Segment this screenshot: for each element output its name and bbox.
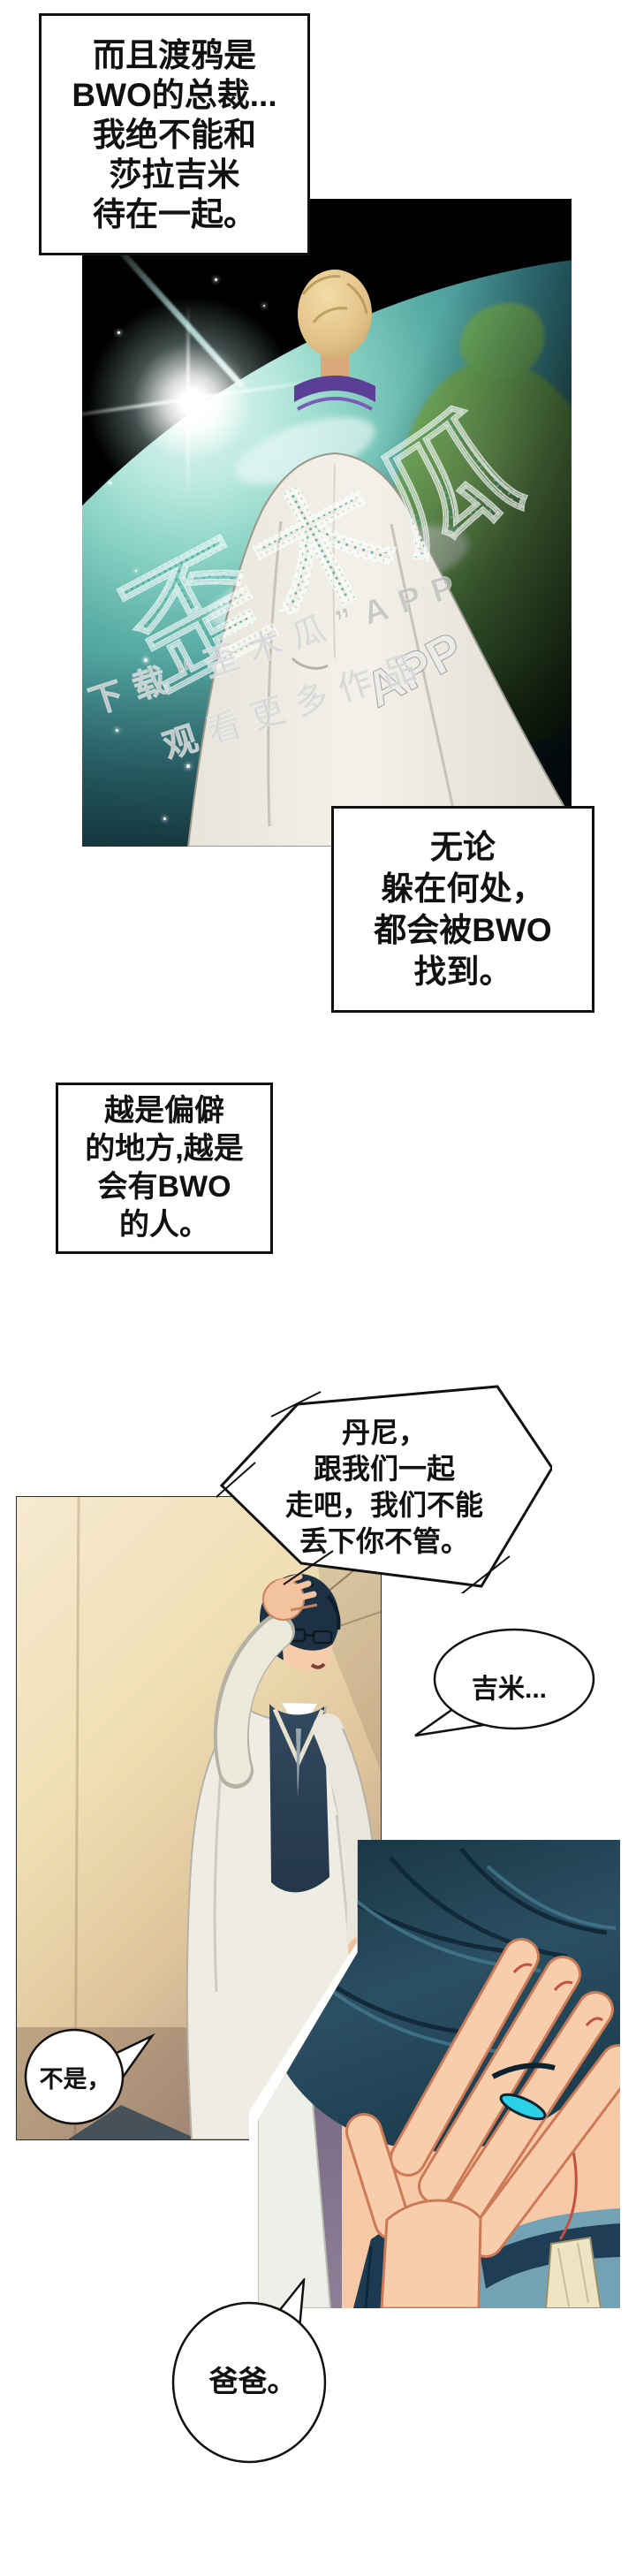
speech-bubble-jimmy: 吉米... xyxy=(408,1624,598,1748)
star xyxy=(144,658,148,662)
white-coat xyxy=(186,452,572,847)
narration-line: BWO的总裁... xyxy=(72,76,277,113)
purple-collar xyxy=(294,376,375,402)
cream-tie xyxy=(544,2236,602,2308)
narration-line: 找到。 xyxy=(413,954,512,990)
narration-box-found-anywhere: 无论 躲在何处， 都会被BWO 找到。 xyxy=(331,806,594,1013)
bubble-text: 爸爸。 xyxy=(208,2365,297,2397)
star xyxy=(186,764,190,768)
narration-line: 的人。 xyxy=(119,1208,209,1242)
narration-line: 待在一起。 xyxy=(93,195,256,232)
dark-table-corner xyxy=(68,2105,198,2139)
bubble-text: 不是， xyxy=(39,2065,111,2093)
star xyxy=(163,817,166,820)
speech-bubble-dad: 爸爸。 xyxy=(164,2276,341,2466)
star xyxy=(215,278,217,281)
bubble-line: 丹尼， xyxy=(341,1417,427,1448)
face xyxy=(282,1638,333,1671)
bubble-line: 走吧，我们不能 xyxy=(284,1489,483,1521)
narration-line: 莎拉吉米 xyxy=(109,156,240,193)
cyan-eye xyxy=(499,2093,547,2121)
navy-sweater-vest xyxy=(269,1704,329,1893)
star xyxy=(263,305,265,307)
fingers xyxy=(274,1573,317,1604)
narration-line: 无论 xyxy=(430,829,496,865)
speech-bubble-refusal: 不是， xyxy=(19,2024,161,2130)
raised-coat-sleeve xyxy=(216,1618,292,1784)
bubble-line: 跟我们一起 xyxy=(313,1453,455,1485)
space-earth-panel: 歪木瓜 APP 下载“歪木瓜”APP 观看更多作品 xyxy=(82,199,572,847)
hexagon-bubble-shape xyxy=(208,1385,554,1601)
glasses-right-lens xyxy=(312,1630,333,1645)
coat-pocket xyxy=(291,657,329,670)
narration-line: 都会被BWO xyxy=(374,912,552,948)
narration-line: 的地方,越是 xyxy=(85,1132,244,1166)
tie xyxy=(296,1729,301,1797)
narration-line: 越是偏僻 xyxy=(104,1094,224,1128)
star xyxy=(135,570,137,572)
star xyxy=(117,331,120,334)
star xyxy=(116,729,118,732)
blonde-man-back-figure xyxy=(186,270,572,847)
narration-box-remote-places: 越是偏僻 的地方,越是 会有BWO 的人。 xyxy=(56,1083,273,1254)
narration-line: 而且渡鸦是 xyxy=(93,36,256,73)
bubble-text: 吉米... xyxy=(471,1675,547,1704)
mouth xyxy=(310,1662,326,1669)
sun-flare-ray xyxy=(186,305,190,499)
star xyxy=(109,482,111,484)
narration-line: 我绝不能和 xyxy=(93,116,256,153)
bubble-shape xyxy=(414,1628,595,1737)
narration-box-raven-bwo: 而且渡鸦是 BWO的总裁... 我绝不能和 莎拉吉米 待在一起。 xyxy=(39,13,310,255)
hexagon-speech-bubble: 丹尼， 跟我们一起 走吧，我们不能 丢下你不管。 xyxy=(208,1381,554,1601)
hexagon-bubble-text: 丹尼， 跟我们一起 走吧，我们不能 丢下你不管。 xyxy=(216,1381,552,1593)
eyebrow xyxy=(491,2063,556,2079)
narration-line: 会有BWO xyxy=(97,1170,231,1204)
bubble-shape xyxy=(171,2276,327,2464)
bubble-line: 丢下你不管。 xyxy=(299,1525,469,1557)
bubble-shape xyxy=(24,2028,155,2125)
wrist xyxy=(380,2199,482,2308)
blonde-head xyxy=(298,270,372,358)
sun-flare xyxy=(87,296,299,508)
knuckle-lines xyxy=(512,1963,603,2026)
narration-line: 躲在何处， xyxy=(381,870,545,907)
